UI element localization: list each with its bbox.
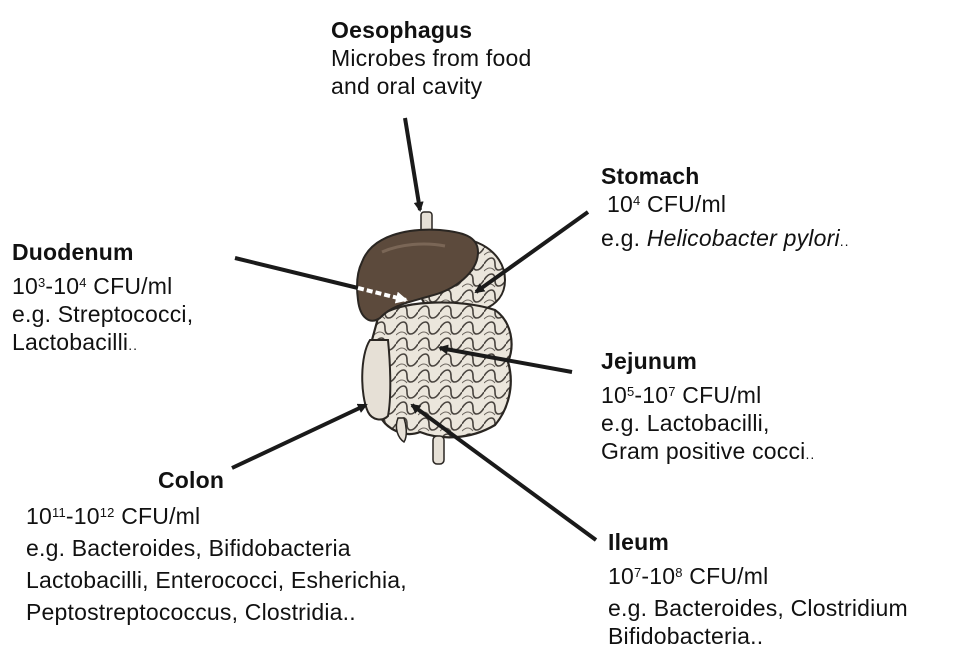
colon-count-base1: 10: [26, 503, 52, 529]
oesophagus-title: Oesophagus: [331, 16, 531, 44]
duodenum-line3: e.g. Streptococci,: [12, 300, 193, 328]
ileum-count-base1: 10: [608, 563, 634, 589]
colon-line3: e.g. Bacteroides, Bifidobacteria: [26, 534, 407, 562]
jejunum-count-unit: CFU/ml: [682, 382, 761, 408]
jejunum-count-base2: 10: [642, 382, 668, 408]
duodenum-label: Duodenum 103-104 CFU/ml e.g. Streptococc…: [12, 238, 193, 359]
stomach-count-exp: 4: [633, 193, 640, 208]
colon-count-base2: 10: [74, 503, 100, 529]
stomach-eg-prefix: e.g.: [601, 225, 647, 251]
ileum-count-base2: 10: [649, 563, 675, 589]
duodenum-arrow: [235, 258, 358, 288]
duodenum-count: 103-104 CFU/ml: [12, 272, 193, 300]
stomach-count: 104 CFU/ml: [601, 190, 850, 218]
ileum-arrow: [412, 405, 596, 540]
stomach-eg-organism: Helicobacter pylori: [647, 225, 840, 251]
jejunum-count-exp1: 5: [627, 384, 634, 399]
colon-shape: [362, 340, 390, 419]
colon-count: 1011-1012 CFU/ml: [26, 502, 407, 530]
oesophagus-label: Oesophagus Microbes from food and oral c…: [331, 16, 531, 100]
jejunum-label: Jejunum 105-107 CFU/ml e.g. Lactobacilli…: [601, 347, 815, 468]
ileum-count: 107-108 CFU/ml: [608, 562, 908, 590]
duodenum-line4-text: Lactobacilli: [12, 329, 128, 355]
oesophagus-line1: Microbes from food: [331, 44, 531, 72]
appendix-shape: [396, 418, 406, 442]
ileum-count-exp2: 8: [675, 565, 682, 580]
duodenum-count-exp1: 3: [38, 275, 45, 290]
jejunum-line3: e.g. Lactobacilli,: [601, 409, 815, 437]
stomach-example: e.g. Helicobacter pylori..: [601, 224, 850, 255]
jejunum-title: Jejunum: [601, 347, 815, 375]
duodenum-dots: ..: [128, 337, 138, 353]
stomach-count-unit: CFU/ml: [647, 191, 726, 217]
ileum-line4: Bifidobacteria..: [608, 622, 908, 650]
colon-arrow: [232, 405, 366, 468]
colon-title: Colon: [26, 466, 407, 494]
duodenum-count-exp2: 4: [79, 275, 86, 290]
jejunum-line4-text: Gram positive cocci: [601, 438, 805, 464]
colon-line4: Lactobacilli, Enterococci, Esherichia,: [26, 566, 407, 594]
ileum-label: Ileum 107-108 CFU/ml e.g. Bacteroides, C…: [608, 528, 908, 650]
duodenum-count-base2: 10: [53, 273, 79, 299]
jejunum-count-base1: 10: [601, 382, 627, 408]
colon-label: Colon 1011-1012 CFU/ml e.g. Bacteroides,…: [26, 466, 407, 626]
ileum-count-unit: CFU/ml: [689, 563, 768, 589]
colon-count-dash: -: [66, 503, 74, 529]
stomach-eg-suffix: ..: [840, 233, 850, 249]
jejunum-count-exp2: 7: [668, 384, 675, 399]
oesophagus-line2: and oral cavity: [331, 72, 531, 100]
jejunum-dots: ..: [805, 446, 815, 462]
ileum-title: Ileum: [608, 528, 908, 556]
ileum-count-exp1: 7: [634, 565, 641, 580]
oesophagus-arrow: [405, 118, 420, 210]
duodenum-count-base1: 10: [12, 273, 38, 299]
stomach-title: Stomach: [601, 162, 850, 190]
jejunum-count: 105-107 CFU/ml: [601, 381, 815, 409]
stomach-label: Stomach 104 CFU/ml e.g. Helicobacter pyl…: [601, 162, 850, 255]
duodenum-line4: Lactobacilli..: [12, 328, 193, 359]
colon-count-exp2: 12: [100, 505, 115, 520]
duodenum-count-unit: CFU/ml: [93, 273, 172, 299]
stomach-count-base: 10: [607, 191, 633, 217]
jejunum-line4: Gram positive cocci..: [601, 437, 815, 468]
colon-line5: Peptostreptococcus, Clostridia..: [26, 598, 407, 626]
ileum-line3: e.g. Bacteroides, Clostridium: [608, 594, 908, 622]
duodenum-title: Duodenum: [12, 238, 193, 266]
colon-count-unit: CFU/ml: [121, 503, 200, 529]
rectum-tube: [433, 436, 444, 464]
colon-count-exp1: 11: [52, 505, 66, 520]
